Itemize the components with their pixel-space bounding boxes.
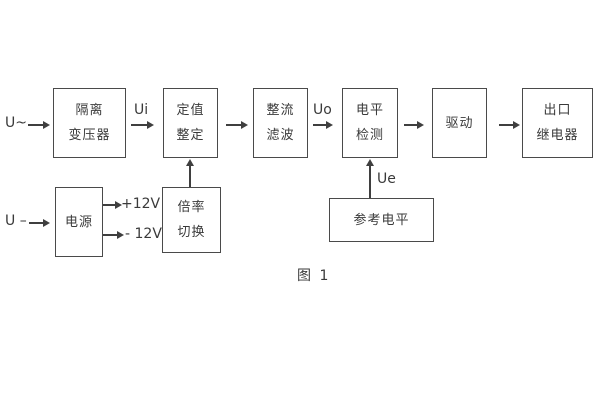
label-ue: Ue bbox=[377, 171, 396, 187]
label-plus-12v: +12V bbox=[121, 196, 161, 212]
label-uo: Uo bbox=[313, 102, 332, 118]
block-level-detect-line2: 检测 bbox=[355, 128, 384, 143]
block-ratio-switch-line1: 倍率 bbox=[177, 200, 206, 215]
block-reference-level: 参考电平 bbox=[329, 198, 434, 242]
block-power-supply-line1: 电源 bbox=[64, 214, 93, 230]
arrow-ac-input-to-isolation-transformer bbox=[28, 121, 50, 128]
block-output-relay-line2: 继电器 bbox=[536, 128, 579, 143]
block-reference-level-line1: 参考电平 bbox=[353, 212, 410, 228]
block-setting-adjust-line2: 整定 bbox=[176, 128, 205, 143]
arrow-setting-adjust-to-rectifier-filter bbox=[226, 121, 248, 128]
arrow-ratio-switch-to-setting-adjust bbox=[186, 159, 193, 187]
block-level-detect-line1: 电平 bbox=[355, 103, 384, 118]
block-rectifier-filter-line2: 滤波 bbox=[266, 128, 295, 143]
block-setting-adjust-line1: 定值 bbox=[176, 103, 205, 118]
block-level-detect: 电平 检测 bbox=[342, 88, 398, 158]
arrow-power-supply-minus12v bbox=[103, 231, 124, 238]
label-dc-input: U – bbox=[5, 213, 27, 229]
arrow-driver-to-output-relay bbox=[499, 121, 520, 128]
arrow-reference-level-to-level-detect bbox=[366, 159, 373, 198]
block-setting-adjust: 定值 整定 bbox=[163, 88, 218, 158]
figure-caption: 图 1 bbox=[297, 268, 331, 284]
block-isolation-transformer: 隔离 变压器 bbox=[53, 88, 126, 158]
arrow-power-supply-plus12v bbox=[103, 201, 122, 208]
arrow-level-detect-to-driver bbox=[404, 121, 424, 128]
block-output-relay: 出口 继电器 bbox=[522, 88, 593, 158]
label-ui: Ui bbox=[134, 102, 149, 118]
block-power-supply: 电源 bbox=[55, 187, 103, 257]
block-driver-line1: 驱动 bbox=[445, 115, 474, 131]
block-rectifier-filter-line1: 整流 bbox=[266, 103, 295, 118]
arrow-rectifier-filter-to-level-detect bbox=[313, 121, 333, 128]
arrow-dc-input-to-power-supply bbox=[29, 219, 50, 226]
block-isolation-transformer-line1: 隔离 bbox=[75, 103, 104, 118]
block-ratio-switch-line2: 切换 bbox=[177, 225, 206, 240]
label-minus-12v: - 12V bbox=[125, 226, 162, 242]
label-ac-input: U~ bbox=[5, 115, 27, 131]
block-isolation-transformer-line2: 变压器 bbox=[68, 128, 111, 143]
block-output-relay-line1: 出口 bbox=[543, 103, 572, 118]
block-rectifier-filter: 整流 滤波 bbox=[253, 88, 308, 158]
block-driver: 驱动 bbox=[432, 88, 487, 158]
arrow-isolation-transformer-to-setting-adjust bbox=[131, 121, 154, 128]
block-ratio-switch: 倍率 切换 bbox=[162, 187, 221, 253]
